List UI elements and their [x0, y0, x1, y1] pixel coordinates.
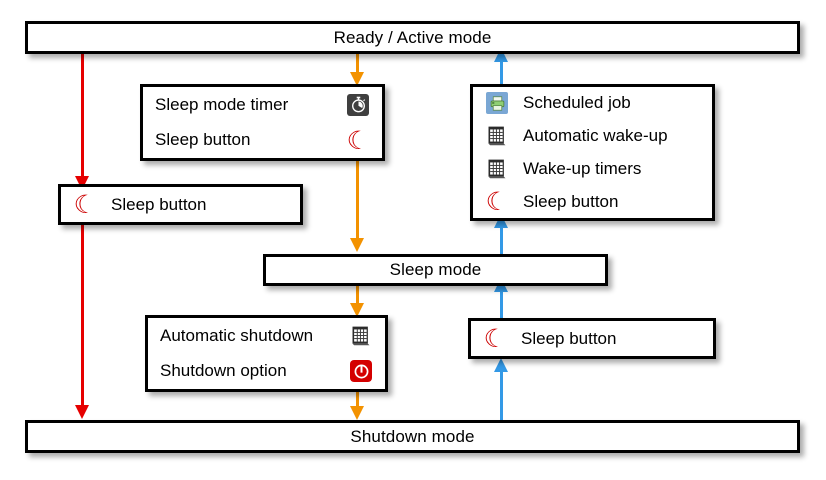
arrowhead-red-lower — [75, 405, 89, 419]
trigger-row-sleep-button[interactable]: Sleep button ☾ — [143, 123, 382, 159]
trigger-row-sleep-button[interactable]: ☾ Sleep button — [61, 187, 300, 222]
wake-from-shutdown-trigger-box[interactable]: ☾ Sleep button — [468, 318, 716, 359]
connector-shutdownmode-to-wakebutton-blue — [500, 368, 503, 420]
calendar-icon — [485, 124, 509, 148]
connector-sleepbutton-to-shutdown-red — [81, 225, 84, 407]
trigger-label-scheduled-job: Scheduled job — [523, 93, 631, 113]
trigger-label-sleep-button: Sleep button — [523, 191, 619, 211]
sleep-to-shutdown-triggers-box[interactable]: Automatic shutdown — [145, 315, 388, 392]
arrowhead-orange-1 — [350, 72, 364, 86]
trigger-label-sleep-button: Sleep button — [155, 130, 251, 150]
connector-ready-to-sleeptriggers-orange — [356, 52, 359, 76]
trigger-row-sleep-button[interactable]: ☾ Sleep button — [471, 321, 713, 356]
state-label-ready-active: Ready / Active mode — [333, 27, 492, 47]
trigger-label-sleep-button: Sleep button — [111, 194, 207, 214]
arrowhead-orange-4 — [350, 406, 364, 420]
connector-waketriggers-to-ready-blue — [500, 52, 503, 84]
trigger-label-shutdown-option: Shutdown option — [160, 361, 287, 381]
trigger-row-automatic-shutdown[interactable]: Automatic shutdown — [148, 318, 385, 354]
enter-sleep-triggers-box[interactable]: Sleep mode timer Sleep button — [140, 84, 385, 161]
state-label-sleep-mode: Sleep mode — [389, 260, 482, 279]
printer-icon — [485, 91, 509, 115]
trigger-row-wakeup-timers[interactable]: Wake-up timers — [473, 153, 712, 186]
connector-sleepmode-to-waketriggers-blue — [500, 222, 503, 257]
power-icon — [349, 359, 373, 383]
state-node-shutdown-mode[interactable]: Shutdown mode — [25, 420, 800, 453]
trigger-row-shutdown-option[interactable]: Shutdown option — [148, 354, 385, 390]
trigger-label-automatic-shutdown: Automatic shutdown — [160, 325, 314, 345]
state-node-ready-active[interactable]: Ready / Active mode — [25, 21, 800, 54]
moon-icon: ☾ — [485, 187, 509, 217]
trigger-row-automatic-wakeup[interactable]: Automatic wake-up — [473, 120, 712, 153]
trigger-label-sleep-mode-timer: Sleep mode timer — [155, 94, 289, 114]
arrowhead-orange-2 — [350, 238, 364, 252]
connector-sleeptriggers-to-sleepmode-orange — [356, 160, 359, 245]
state-label-shutdown-mode: Shutdown mode — [350, 426, 475, 446]
connector-wakebutton-to-sleepmode-blue — [500, 288, 503, 320]
trigger-row-sleep-mode-timer[interactable]: Sleep mode timer — [143, 87, 382, 123]
trigger-label-automatic-wakeup: Automatic wake-up — [523, 126, 668, 146]
arrowhead-blue-1 — [494, 358, 508, 372]
calendar-icon — [349, 324, 373, 348]
moon-icon: ☾ — [73, 190, 97, 219]
connector-shutdowntriggers-to-shutdownmode-orange — [356, 390, 359, 416]
connector-ready-to-sleepbutton-red — [81, 52, 84, 182]
trigger-label-wakeup-timers: Wake-up timers — [523, 158, 642, 178]
trigger-row-sleep-button[interactable]: ☾ Sleep button — [473, 185, 712, 218]
trigger-label-sleep-button: Sleep button — [521, 328, 617, 348]
connector-sleepmode-to-shutdowntriggers-orange — [356, 285, 359, 310]
stopwatch-icon — [346, 93, 370, 117]
direct-shutdown-trigger-box[interactable]: ☾ Sleep button — [58, 184, 303, 225]
calendar-icon — [485, 157, 509, 181]
state-node-sleep-mode[interactable]: Sleep mode — [263, 254, 608, 286]
moon-icon: ☾ — [346, 125, 370, 155]
arrowhead-orange-3 — [350, 303, 364, 317]
wake-from-sleep-triggers-box[interactable]: Scheduled job — [470, 84, 715, 221]
moon-icon: ☾ — [483, 324, 507, 353]
trigger-row-scheduled-job[interactable]: Scheduled job — [473, 87, 712, 120]
